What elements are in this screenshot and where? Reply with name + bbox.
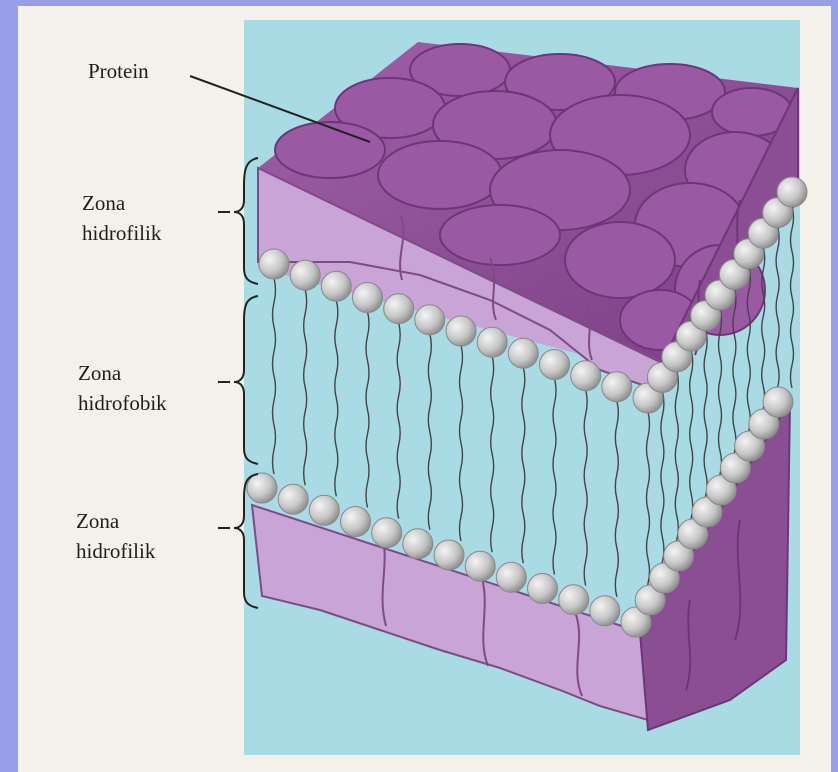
protein-label: Protein — [88, 56, 149, 86]
phospholipid-head — [496, 562, 526, 592]
phospholipid-head — [540, 350, 570, 380]
phospholipid-head — [528, 574, 558, 604]
phospholipid-head — [465, 551, 495, 581]
lower-zone-line1: Zona — [76, 506, 155, 536]
phospholipid-head — [309, 495, 339, 525]
middle-zone-line1: Zona — [78, 358, 167, 388]
upper-hydrophilic-label: Zona hidrofilik — [82, 188, 161, 248]
phospholipid-head — [777, 177, 807, 207]
phospholipid-head — [384, 294, 414, 324]
phospholipid-head — [403, 529, 433, 559]
hydrophobic-label: Zona hidrofobik — [78, 358, 167, 418]
phospholipid-head — [434, 540, 464, 570]
phospholipid-head — [477, 327, 507, 357]
phospholipid-head — [590, 596, 620, 626]
phospholipid-head — [372, 518, 402, 548]
phospholipid-head — [415, 305, 445, 335]
phospholipid-head — [247, 473, 277, 503]
phospholipid-head — [602, 372, 632, 402]
phospholipid-head — [278, 484, 308, 514]
phospholipid-head — [508, 338, 538, 368]
phospholipid-head — [290, 260, 320, 290]
middle-zone-line2: hidrofobik — [78, 388, 167, 418]
upper-zone-line1: Zona — [82, 188, 161, 218]
phospholipid-head — [559, 585, 589, 615]
phospholipid-head — [446, 316, 476, 346]
lower-zone-line2: hidrofilik — [76, 536, 155, 566]
phospholipid-head — [341, 507, 371, 537]
upper-zone-line2: hidrofilik — [82, 218, 161, 248]
phospholipid-head — [321, 271, 351, 301]
phospholipid-head — [259, 249, 289, 279]
lower-hydrophilic-label: Zona hidrofilik — [76, 506, 155, 566]
phospholipid-head — [763, 387, 793, 417]
phospholipid-head — [571, 361, 601, 391]
phospholipid-head — [353, 283, 383, 313]
